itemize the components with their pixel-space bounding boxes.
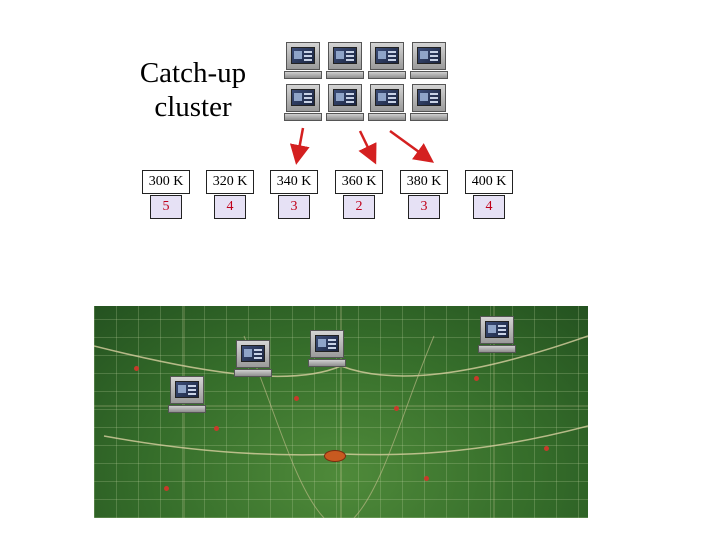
computer-icon (368, 42, 406, 80)
computer-icon (284, 42, 322, 80)
computer-icon (308, 330, 346, 368)
temp-cell: 320 K (206, 170, 254, 194)
count-cell: 2 (343, 195, 375, 219)
cluster-computers (282, 40, 448, 124)
arrow-to-340K (289, 127, 310, 165)
temp-cell: 380 K (400, 170, 448, 194)
count-cell: 3 (408, 195, 440, 219)
computer-icon (168, 376, 206, 414)
computer-icon (410, 42, 448, 80)
computer-icon (326, 42, 364, 80)
title-line-2: cluster (154, 91, 232, 123)
count-cell: 5 (150, 195, 182, 219)
board-chip (324, 450, 346, 462)
count-cell: 4 (473, 195, 505, 219)
temp-cell: 400 K (465, 170, 513, 194)
arrow-to-360K (358, 130, 377, 165)
temp-cell: 300 K (142, 170, 190, 194)
circuit-board-image (94, 306, 588, 518)
temp-cell: 360 K (335, 170, 383, 194)
computer-icon (410, 84, 448, 122)
arrow-to-380K (389, 129, 435, 163)
computer-icon (478, 316, 516, 354)
temp-cell: 340 K (270, 170, 318, 194)
catch-up-cluster-title: Catch-up cluster (118, 56, 268, 124)
computer-icon (284, 84, 322, 122)
computer-icon (326, 84, 364, 122)
computer-icon (368, 84, 406, 122)
count-cell: 3 (278, 195, 310, 219)
computer-icon (234, 340, 272, 378)
count-cell: 4 (214, 195, 246, 219)
title-line-1: Catch-up (139, 57, 247, 89)
